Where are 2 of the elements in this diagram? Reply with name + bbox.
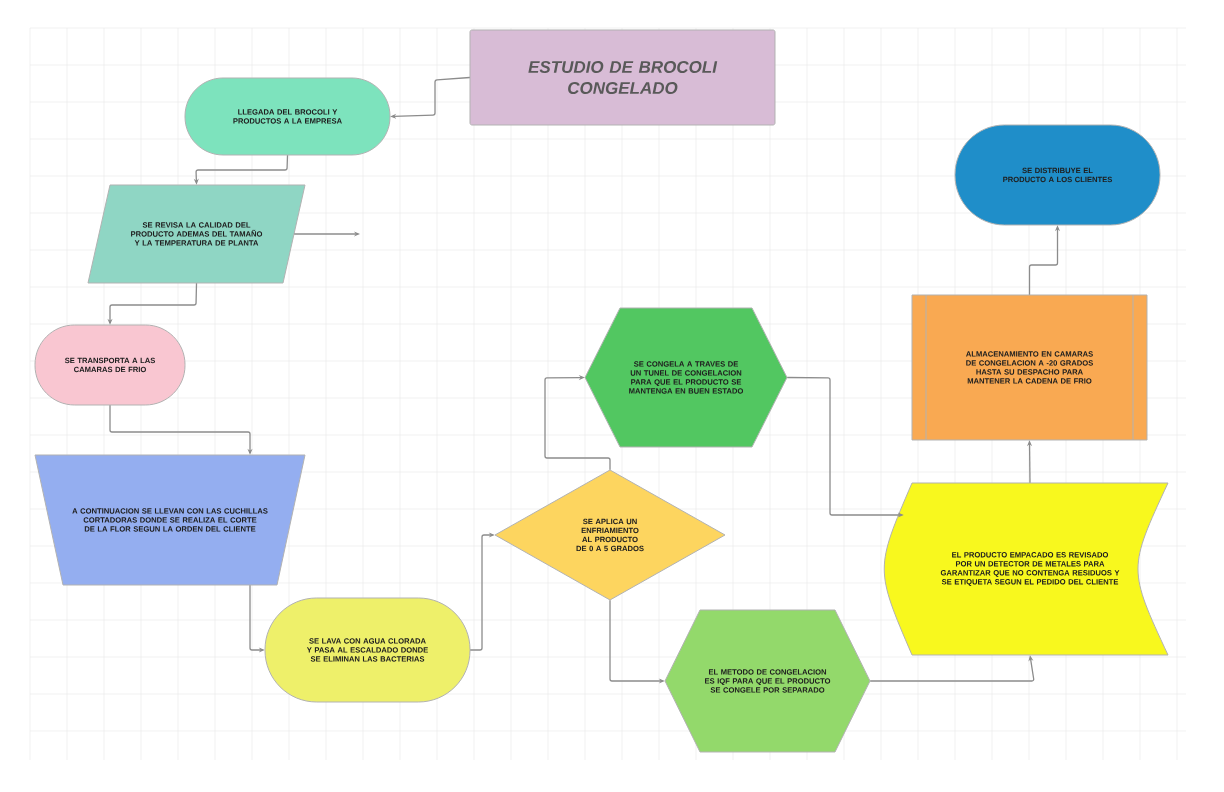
title-box: ESTUDIO DE BROCOLI CONGELADO: [469, 29, 776, 126]
arrow: [544, 375, 611, 471]
